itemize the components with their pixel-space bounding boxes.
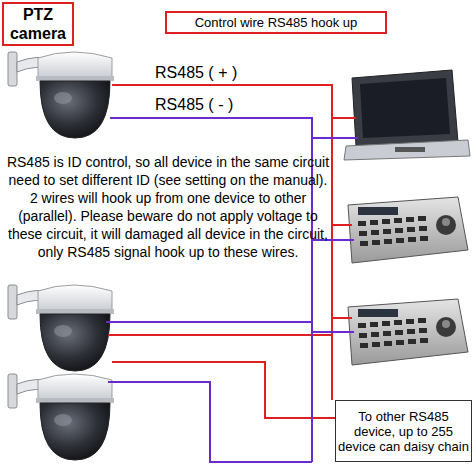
- title-box: Control wire RS485 hook up: [165, 11, 387, 34]
- box-text: To other RS485 device, up to 255 device …: [336, 409, 471, 454]
- ptz-keyboard: [348, 299, 468, 365]
- signal-name: RS485 ( + ): [155, 63, 295, 82]
- ptz-camera: [8, 52, 114, 138]
- note-box: To other RS485 device, up to 255 device …: [335, 400, 472, 462]
- box-text: Control wire RS485 hook up: [195, 15, 358, 31]
- ptz-camera: [8, 285, 114, 371]
- ptz-camera: [8, 374, 114, 460]
- wiring-note: RS485 is ID control, so all device in th…: [6, 153, 330, 261]
- box-text: PTZ camera: [4, 5, 72, 43]
- camera-heading-box: PTZ camera: [2, 2, 74, 46]
- ptz-keyboard: [348, 197, 468, 263]
- dvr-monitor: [344, 70, 470, 160]
- signal-name: RS485 ( - ): [155, 95, 295, 114]
